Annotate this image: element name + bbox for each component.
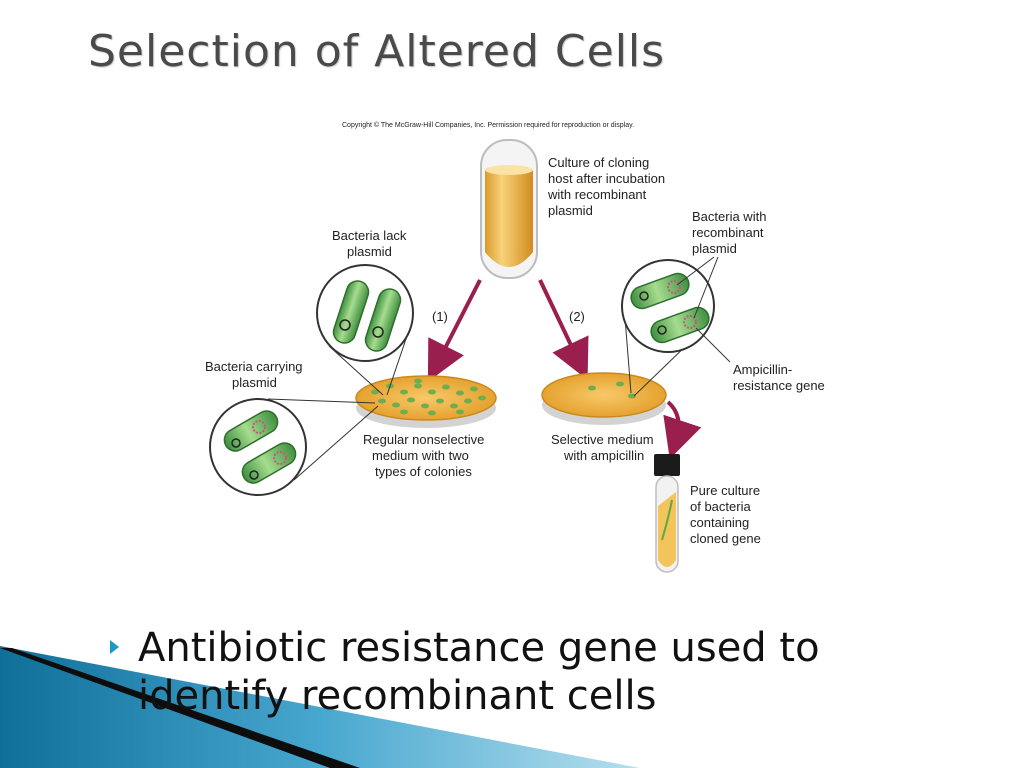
- zoom-recombinant-bacteria: [621, 259, 715, 397]
- lack-label-line: plasmid: [347, 244, 392, 259]
- arrow-to-nonselective: [427, 279, 482, 382]
- carry-label-line: plasmid: [232, 375, 277, 390]
- tube-label-line: plasmid: [548, 203, 593, 218]
- lack-label-line: Bacteria lack: [332, 228, 407, 243]
- recomb-label-line: plasmid: [692, 241, 737, 256]
- pure-label-line: cloned gene: [690, 531, 761, 546]
- amp-gene-label-line: resistance gene: [733, 378, 825, 393]
- arrow-to-selective: [538, 279, 589, 381]
- tube-label-line: host after incubation: [548, 171, 665, 186]
- selective-label-line: with ampicillin: [563, 448, 644, 463]
- leader-line: [676, 256, 715, 286]
- pure-label-line: Pure culture: [690, 483, 760, 498]
- recomb-label-line: recombinant: [692, 225, 764, 240]
- colonies: [371, 378, 486, 416]
- colonies: [588, 381, 636, 399]
- tube-label: Culture of cloning host after incubation…: [547, 155, 665, 218]
- tube-label-line: with recombinant: [547, 187, 647, 202]
- selective-plate: [541, 372, 667, 425]
- arrow-to-pure-culture: [663, 400, 702, 459]
- pure-label: Pure culture of bacteria containing clon…: [690, 483, 761, 546]
- step-1-label: (1): [432, 309, 448, 324]
- bullet-text: Antibiotic resistance gene used to ident…: [138, 625, 820, 719]
- amp-gene-label-line: Ampicillin-: [733, 362, 792, 377]
- nonselective-label-line: Regular nonselective: [363, 432, 484, 447]
- selective-label-line: Selective medium: [551, 432, 654, 447]
- bullet-arrow-icon: [110, 640, 119, 654]
- zoom-bacteria-without-plasmid: [316, 264, 414, 396]
- culture-tube: [480, 139, 538, 279]
- recomb-label-line: Bacteria with: [692, 209, 766, 224]
- nonselective-label-line: types of colonies: [375, 464, 472, 479]
- carry-label-line: Bacteria carrying: [205, 359, 303, 374]
- pure-label-line: of bacteria: [690, 499, 751, 514]
- carry-label: Bacteria carrying plasmid: [205, 359, 303, 390]
- selective-label: Selective medium with ampicillin: [551, 432, 654, 463]
- pure-label-line: containing: [690, 515, 749, 530]
- amp-gene-label: Ampicillin- resistance gene: [733, 362, 825, 393]
- leader-line: [693, 256, 719, 319]
- nonselective-label: Regular nonselective medium with two typ…: [363, 432, 484, 479]
- nonselective-plate: [355, 375, 497, 428]
- step-2-label: (2): [569, 309, 585, 324]
- copyright-note: Copyright © The McGraw-Hill Companies, I…: [342, 121, 634, 129]
- slide-title: Selection of Altered Cells: [88, 26, 666, 77]
- tube-label-line: Culture of cloning: [548, 155, 649, 170]
- recomb-label: Bacteria with recombinant plasmid: [692, 209, 766, 256]
- lack-label: Bacteria lack plasmid: [332, 228, 407, 259]
- pure-culture-tube: [654, 454, 680, 573]
- leader-line: [695, 327, 731, 363]
- nonselective-label-line: medium with two: [372, 448, 469, 463]
- zoom-bacteria-with-plasmid: [209, 398, 379, 496]
